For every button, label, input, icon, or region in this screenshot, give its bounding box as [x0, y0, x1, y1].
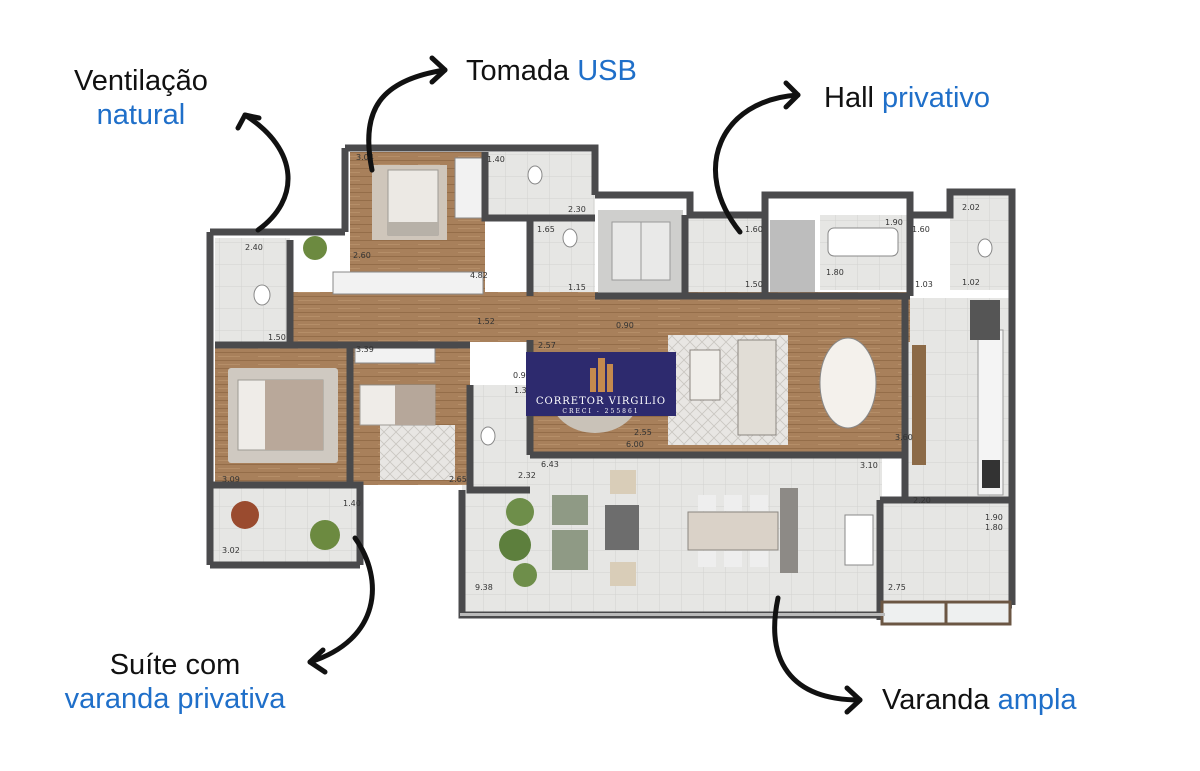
bathroom-center	[470, 385, 530, 485]
dimension-label: 1.50	[268, 333, 286, 342]
balcony-chair	[231, 501, 259, 529]
dimension-label: 1.38	[514, 386, 532, 395]
shaft	[770, 220, 815, 292]
callout-hall-accent: privativo	[882, 82, 991, 114]
dimension-label: 1.40	[343, 499, 361, 508]
armchair	[552, 530, 588, 570]
arrow-suite	[307, 535, 375, 665]
dimension-label: 2.55	[634, 428, 652, 437]
arrow-hall	[713, 92, 801, 235]
callout-varanda: Varanda ampla	[882, 683, 1077, 717]
bathroom-left	[215, 238, 290, 343]
callout-ventilacao-line2: natural	[96, 99, 186, 131]
callout-tomada-accent: USB	[577, 55, 637, 87]
dimension-label: 2.57	[538, 341, 556, 350]
watermark-creci: CRECI - 255861	[562, 408, 640, 415]
coffee-table	[689, 349, 721, 401]
watermark-logo: CORRETOR VIRGILIO CRECI - 255861	[526, 352, 676, 416]
dimension-label: 1.90	[985, 513, 1003, 522]
dimension-label: 1.60	[912, 225, 930, 234]
side-table	[605, 505, 639, 550]
dimension-label: 2.60	[353, 251, 371, 260]
service-area	[880, 500, 1010, 600]
plant	[513, 563, 537, 587]
arrow-varanda	[772, 595, 863, 703]
grill-counter	[780, 488, 798, 573]
bathroom-top	[485, 152, 595, 217]
fridge	[970, 300, 1000, 340]
bathroom-top-small	[530, 220, 595, 295]
callout-suite-line1: Suíte com	[109, 649, 241, 681]
callout-hall: Hall privativo	[824, 81, 990, 115]
callout-arrows	[235, 55, 863, 715]
sideboard	[912, 345, 926, 465]
armchair	[552, 495, 588, 525]
sofa	[737, 339, 777, 436]
watermark-name: CORRETOR VIRGILIO	[535, 396, 667, 407]
dimension-label: 0.90	[616, 321, 634, 330]
cooktop	[982, 460, 1000, 488]
callout-tomada-text: Tomada	[466, 55, 570, 87]
main-balcony	[462, 455, 882, 615]
dimension-label: 1.15	[568, 283, 586, 292]
dimension-label: 2.20	[913, 496, 931, 505]
dimension-label: 1.90	[885, 218, 903, 227]
wardrobe	[454, 157, 484, 219]
rug	[380, 425, 455, 480]
callout-tomada: Tomada USB	[466, 54, 637, 88]
dimension-label: 6.43	[541, 460, 559, 469]
plant	[303, 236, 327, 260]
dimension-label: 3.04	[356, 153, 374, 162]
building-logo-icon	[590, 358, 613, 392]
dimension-label: 3.02	[222, 546, 240, 555]
dimension-label: 1.02	[962, 278, 980, 287]
callout-varanda-text: Varanda	[882, 684, 990, 716]
dimension-label: 1.80	[985, 523, 1003, 532]
dimension-label: 2.02	[962, 203, 980, 212]
dimension-label: 0.90	[513, 371, 531, 380]
plant	[506, 498, 534, 526]
arrow-tomada	[366, 67, 448, 173]
dimension-label: 3.10	[860, 461, 878, 470]
arrow-ventilacao	[242, 112, 291, 233]
dimension-label: 2.32	[518, 471, 536, 480]
dimension-label: 3.60	[895, 433, 913, 442]
dimension-label: 4.82	[470, 271, 488, 280]
wardrobe	[332, 271, 484, 295]
callout-suite: Suíte com varanda privativa	[42, 648, 308, 716]
private-hall	[685, 215, 765, 295]
dining-table	[819, 337, 877, 429]
dimension-label: 2.65	[449, 475, 467, 484]
dimension-label: 9.38	[475, 583, 493, 592]
dimension-label: 1.52	[477, 317, 495, 326]
callout-hall-text: Hall	[824, 82, 874, 114]
callout-ventilacao: Ventilação natural	[74, 64, 208, 132]
dimension-label: 1.40	[487, 155, 505, 164]
dimension-label: 3.39	[356, 345, 374, 354]
dimension-label: 2.40	[245, 243, 263, 252]
dimension-label: 1.03	[915, 280, 933, 289]
dimension-label: 1.60	[745, 225, 763, 234]
balcony-dining-table	[687, 511, 779, 551]
callout-varanda-accent: ampla	[997, 684, 1077, 716]
dimension-label: 1.50	[745, 280, 763, 289]
callout-suite-line2: varanda privativa	[64, 683, 286, 715]
dimension-label: 2.30	[568, 205, 586, 214]
plant	[499, 529, 531, 561]
dimension-label: 3.09	[222, 475, 240, 484]
callout-ventilacao-line1: Ventilação	[74, 65, 208, 97]
plant	[310, 520, 340, 550]
dimension-label: 2.75	[888, 583, 906, 592]
dimension-label: 6.00	[626, 440, 644, 449]
dimension-labels: 3.04 1.40 2.30 1.65 1.15 2.40 2.60 4.82 1.50 1.52…	[222, 153, 1003, 592]
dimension-label: 1.80	[826, 268, 844, 277]
dimension-label: 1.65	[537, 225, 555, 234]
